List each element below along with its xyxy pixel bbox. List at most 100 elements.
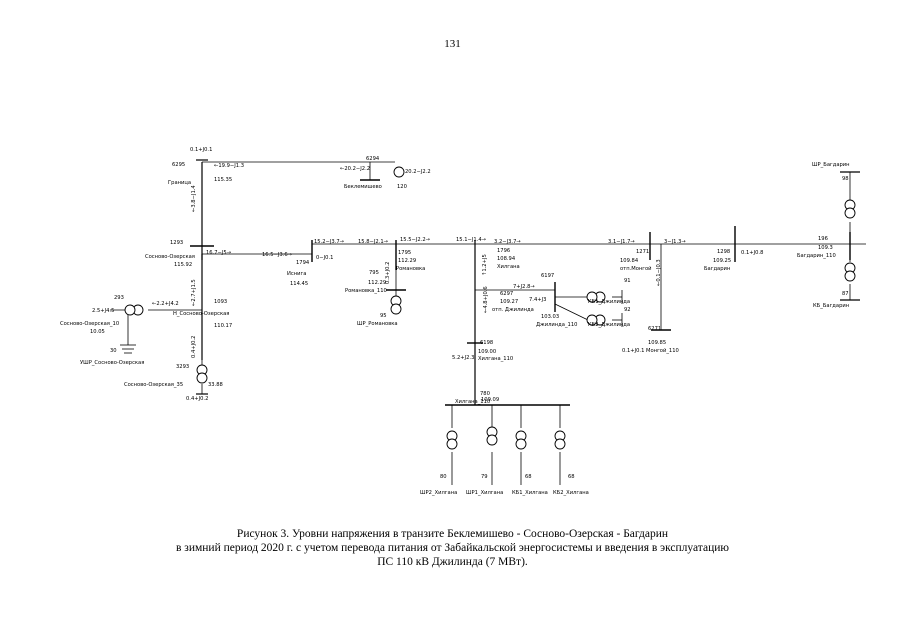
label-f32j37: 3.2−J3.7→ bbox=[494, 239, 521, 245]
label-f31j17: 3.1−J1.7→ bbox=[608, 239, 635, 245]
label-v11017: 110.17 bbox=[214, 323, 232, 329]
label-f0j01: 0−J0.1 bbox=[316, 255, 333, 261]
label-n6294: 6294 bbox=[366, 156, 380, 162]
label-n795: 795 bbox=[369, 270, 379, 276]
label-n95: 95 bbox=[380, 313, 387, 319]
label-shr2: ШР2_Хилгана bbox=[420, 490, 457, 496]
label-f04j02: 0.4+J0.2 bbox=[186, 396, 208, 402]
schematic-lines bbox=[110, 159, 866, 485]
label-f167j5: 16.7−J5→ bbox=[206, 250, 232, 256]
label-n3293: 3293 bbox=[176, 364, 189, 370]
label-v120: 120 bbox=[397, 184, 407, 190]
label-n196: 196 bbox=[818, 236, 828, 242]
label-otp-dzhilinda: отп. Джилинда bbox=[492, 307, 534, 313]
label-f158j21: 15.8−J2.1→ bbox=[358, 239, 389, 245]
label-n6198: 6198 bbox=[480, 340, 493, 346]
label-n91: 91 bbox=[624, 278, 631, 284]
label-v10927: 109.27 bbox=[500, 299, 518, 305]
label-n79: 79 bbox=[481, 474, 488, 480]
label-v11229b: 112.29 bbox=[368, 280, 386, 286]
label-n780: 780 bbox=[480, 391, 490, 397]
label-f52j23: 5.2+J2.3 bbox=[452, 355, 474, 361]
label-soz-bus: Сосново-Озерская bbox=[145, 254, 195, 260]
label-n1794: 1794 bbox=[296, 260, 310, 266]
label-v3388: 33.88 bbox=[208, 382, 223, 388]
label-f202j22b: 20.2−J2.2 bbox=[405, 169, 431, 175]
label-v10984: 109.84 bbox=[620, 258, 639, 264]
label-n68a: 68 bbox=[525, 474, 532, 480]
label-dzhilinda110: Джилинда_110 bbox=[536, 322, 577, 328]
label-v10894: 108.94 bbox=[497, 256, 516, 262]
label-v11535: 115.35 bbox=[214, 177, 232, 183]
schematic-labels: 6295 Граница 115.35 0.1+J0.1 ←19.9−J1.3 … bbox=[60, 147, 850, 496]
label-n293: 293 bbox=[114, 295, 124, 301]
label-n6197: 6197 bbox=[541, 273, 554, 279]
label-f38j14: ←3.8−J1.4 bbox=[191, 185, 197, 212]
label-shr-bagdarin: ШР_Багдарин bbox=[812, 162, 850, 168]
label-n1298: 1298 bbox=[717, 249, 730, 255]
label-beklemishevo: Беклемишево bbox=[344, 184, 382, 190]
label-kb2-hil: КБ2_Хилгана bbox=[553, 490, 589, 496]
label-otp-mongoy: отп.Монгой bbox=[620, 265, 652, 272]
label-n6271: 6271 bbox=[648, 326, 661, 332]
label-f25j45: 2.5+J4.5 bbox=[92, 308, 114, 314]
figure-caption-line-1: Рисунок 3. Уровни напряжения в транзите … bbox=[236, 528, 669, 540]
label-v10925: 109.25 bbox=[713, 258, 731, 264]
label-f152j37: 15.2−J3.7→ bbox=[314, 239, 345, 245]
label-v11445: 114.45 bbox=[290, 281, 308, 287]
label-bagdarin110: Багдарин_110 bbox=[797, 253, 836, 259]
label-f27j15: ←2.7+J1.5 bbox=[191, 279, 197, 306]
transformer-symbols bbox=[124, 166, 856, 450]
label-f199j13: ←19.9−J1.3 bbox=[214, 163, 244, 169]
label-ushr-soz: УШР_Сосново-Озерская bbox=[80, 360, 144, 366]
label-v1093: 109.3 bbox=[818, 245, 833, 251]
label-v11592: 115.92 bbox=[174, 262, 192, 268]
label-romanovka110: Романовка_110 bbox=[345, 288, 387, 294]
label-granitsa: Граница bbox=[168, 180, 191, 186]
label-f01j08: 0.1+J0.8 bbox=[741, 250, 763, 256]
label-hilgana110b: Хилгана_110 bbox=[455, 399, 490, 405]
label-f3j13: 3−J1.3→ bbox=[664, 239, 686, 245]
label-soz10: Сосново-Озерская_10 bbox=[60, 321, 119, 327]
label-n1271: 1271 bbox=[636, 249, 649, 255]
figure-caption-line-2: в зимний период 2020 г. с учетом перевод… bbox=[176, 542, 729, 554]
label-kb1-hil: КБ1_Хилгана bbox=[512, 490, 548, 496]
label-mongoy110: 0.1+J0.1 Монгой_110 bbox=[622, 347, 679, 354]
label-h-soz: Н_Сосново-Озерская bbox=[173, 311, 229, 317]
label-bagdarin: Багдарин bbox=[704, 266, 730, 272]
label-romanovka: Романовка bbox=[396, 266, 425, 272]
label-v10909: 109.09 bbox=[481, 397, 499, 403]
page-number: 131 bbox=[444, 38, 461, 50]
label-f01j03: ←0.1−J0.3 bbox=[656, 259, 662, 286]
label-f202j22a: ←20.2−J2.2 bbox=[340, 166, 370, 172]
label-f7j28: 7+J2.8→ bbox=[513, 284, 535, 290]
label-f151j14: 15.1−J1.4→ bbox=[456, 237, 487, 243]
label-n1093: 1093 bbox=[214, 299, 227, 305]
label-v11229a: 112.29 bbox=[398, 258, 416, 264]
label-n98: 98 bbox=[842, 176, 849, 182]
label-f04j02v: 0.4+J0.2 bbox=[191, 336, 197, 358]
label-f74j3: 7.4+J3 bbox=[529, 297, 546, 303]
label-n1796: 1796 bbox=[497, 248, 510, 254]
label-f12j5: ↑1.2+J5 bbox=[482, 254, 488, 276]
label-shr-romanovka: ШР_Романовка bbox=[357, 321, 398, 327]
label-insiga: Иснига bbox=[287, 271, 306, 277]
label-n6295: 6295 bbox=[172, 162, 185, 168]
label-v1005: 10.05 bbox=[90, 329, 105, 335]
label-f03j02: 0.3+J0.2 bbox=[385, 262, 391, 284]
label-n6297: 6297 bbox=[500, 291, 513, 297]
label-v10985: 109.85 bbox=[648, 340, 666, 346]
label-f165j36: 16.5−J3.6→ bbox=[262, 252, 293, 258]
label-f22j42: ←2.2+J4.2 bbox=[152, 301, 179, 307]
label-n87: 87 bbox=[842, 291, 849, 297]
label-f155j22: 15.5−J2.2→ bbox=[400, 237, 431, 243]
label-n80: 80 bbox=[440, 474, 447, 480]
label-n30: 30 bbox=[110, 348, 117, 354]
label-kb1-dzh: КБ1_Джилинда bbox=[588, 299, 630, 305]
label-shr1: ШР1_Хилгана bbox=[466, 490, 503, 496]
label-n1293: 1293 bbox=[170, 240, 183, 246]
label-v10900: 109.00 bbox=[478, 349, 496, 355]
label-soz35: Сосново-Озерская_35 bbox=[124, 382, 183, 388]
label-v10303: 103.03 bbox=[541, 314, 559, 320]
